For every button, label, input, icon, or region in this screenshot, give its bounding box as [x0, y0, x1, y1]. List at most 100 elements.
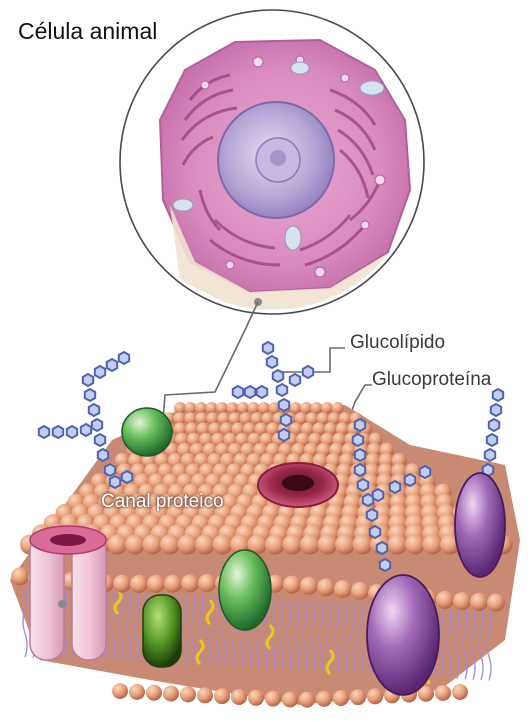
sugar-unit: [279, 429, 289, 441]
glycoprotein-right: [455, 473, 505, 577]
phospholipid-head: [213, 535, 233, 555]
phospholipid-head: [130, 575, 148, 593]
phospholipid-head: [351, 582, 369, 600]
sugar-unit: [53, 426, 63, 438]
sugar-unit: [281, 414, 291, 426]
phospholipid-head: [258, 402, 270, 414]
phospholipid-head: [125, 535, 145, 555]
sugar-unit: [405, 474, 415, 486]
sugar-unit: [277, 384, 287, 396]
phospholipid-head: [206, 402, 218, 414]
phospholipid-head: [405, 535, 425, 555]
phospholipid-head: [290, 402, 302, 414]
phospholipid-head: [163, 686, 179, 702]
sugar-unit: [95, 434, 105, 446]
sugar-unit: [485, 449, 495, 461]
phospholipid-head: [174, 402, 186, 414]
phospholipid-head: [300, 535, 320, 555]
phospholipid-head: [11, 567, 29, 585]
transmembrane-protein-green: [219, 550, 271, 630]
phospholipid-head: [283, 535, 303, 555]
sugar-unit: [39, 426, 49, 438]
phospholipid-head: [435, 685, 451, 701]
phospholipid-head: [487, 594, 505, 612]
sugar-unit: [303, 366, 313, 378]
phospholipid-head: [335, 535, 355, 555]
sugar-unit: [290, 374, 300, 386]
phospholipid-head: [195, 535, 215, 555]
phospholipid-head: [318, 535, 338, 555]
sugar-unit: [355, 419, 365, 431]
phospholipid-head: [214, 688, 230, 704]
sugar-unit: [487, 434, 497, 446]
phospholipid-head: [300, 402, 312, 414]
phospholipid-head: [143, 535, 163, 555]
sugar-unit: [373, 489, 383, 501]
sugar-unit: [119, 352, 129, 364]
phospholipid-head: [300, 577, 318, 595]
label-protein-channel: Canal proteico: [101, 491, 224, 513]
phospholipid-head: [231, 689, 247, 705]
phospholipid-head: [108, 535, 128, 555]
phospholipid-head: [283, 576, 301, 594]
phospholipid-head: [180, 686, 196, 702]
phospholipid-head: [112, 683, 128, 699]
phospholipid-head: [237, 402, 249, 414]
phospholipid-head: [452, 684, 468, 700]
phospholipid-head: [197, 687, 213, 703]
sugar-unit: [95, 366, 105, 378]
sugar-unit: [110, 476, 120, 488]
sugar-unit: [390, 481, 400, 493]
sugar-unit: [267, 356, 277, 368]
sugar-unit: [105, 464, 115, 476]
phospholipid-head: [333, 690, 349, 706]
glycoprotein-body: [367, 575, 439, 695]
phospholipid-head: [198, 574, 216, 592]
peripheral-protein-top: [122, 408, 172, 456]
phospholipid-head: [146, 685, 162, 701]
phospholipid-head: [353, 535, 373, 555]
sugar-unit: [67, 426, 77, 438]
label-glycolipid: Glucolípido: [350, 332, 445, 354]
phospholipid-head: [316, 691, 332, 707]
sugar-unit: [367, 509, 377, 521]
phospholipid-head: [299, 692, 315, 708]
sugar-unit: [380, 559, 390, 571]
phospholipid-head: [195, 402, 207, 414]
sugar-unit: [358, 479, 368, 491]
sugar-unit: [83, 374, 93, 386]
sugar-unit: [233, 386, 243, 398]
phospholipid-head: [470, 593, 488, 611]
pore-opening: [282, 475, 314, 491]
phospholipid-head: [248, 690, 264, 706]
phospholipid-head: [311, 402, 323, 414]
sugar-unit: [92, 419, 102, 431]
phospholipid-head: [282, 692, 298, 708]
sugar-unit: [491, 404, 501, 416]
sugar-unit: [122, 471, 132, 483]
phospholipid-head: [265, 535, 285, 555]
sugar-unit: [493, 389, 503, 401]
phospholipid-head: [227, 402, 239, 414]
sugar-unit: [489, 419, 499, 431]
magnified-cell: [120, 10, 424, 314]
sugar-unit: [245, 386, 255, 398]
phospholipid-head: [178, 535, 198, 555]
sugar-unit: [257, 386, 267, 398]
sugar-unit: [89, 404, 99, 416]
phospholipid-head: [181, 574, 199, 592]
phospholipid-head: [147, 575, 165, 593]
phospholipid-head: [453, 592, 471, 610]
sugar-unit: [98, 449, 108, 461]
integral-protein-dark: [143, 595, 181, 667]
sugar-unit: [263, 342, 273, 354]
sugar-unit: [377, 542, 387, 554]
sugar-unit: [273, 370, 283, 382]
label-glycoprotein: Glucoproteína: [372, 369, 491, 391]
phospholipid-head: [367, 688, 383, 704]
phospholipid-head: [423, 535, 443, 555]
phospholipid-head: [436, 591, 454, 609]
phospholipid-head: [164, 575, 182, 593]
